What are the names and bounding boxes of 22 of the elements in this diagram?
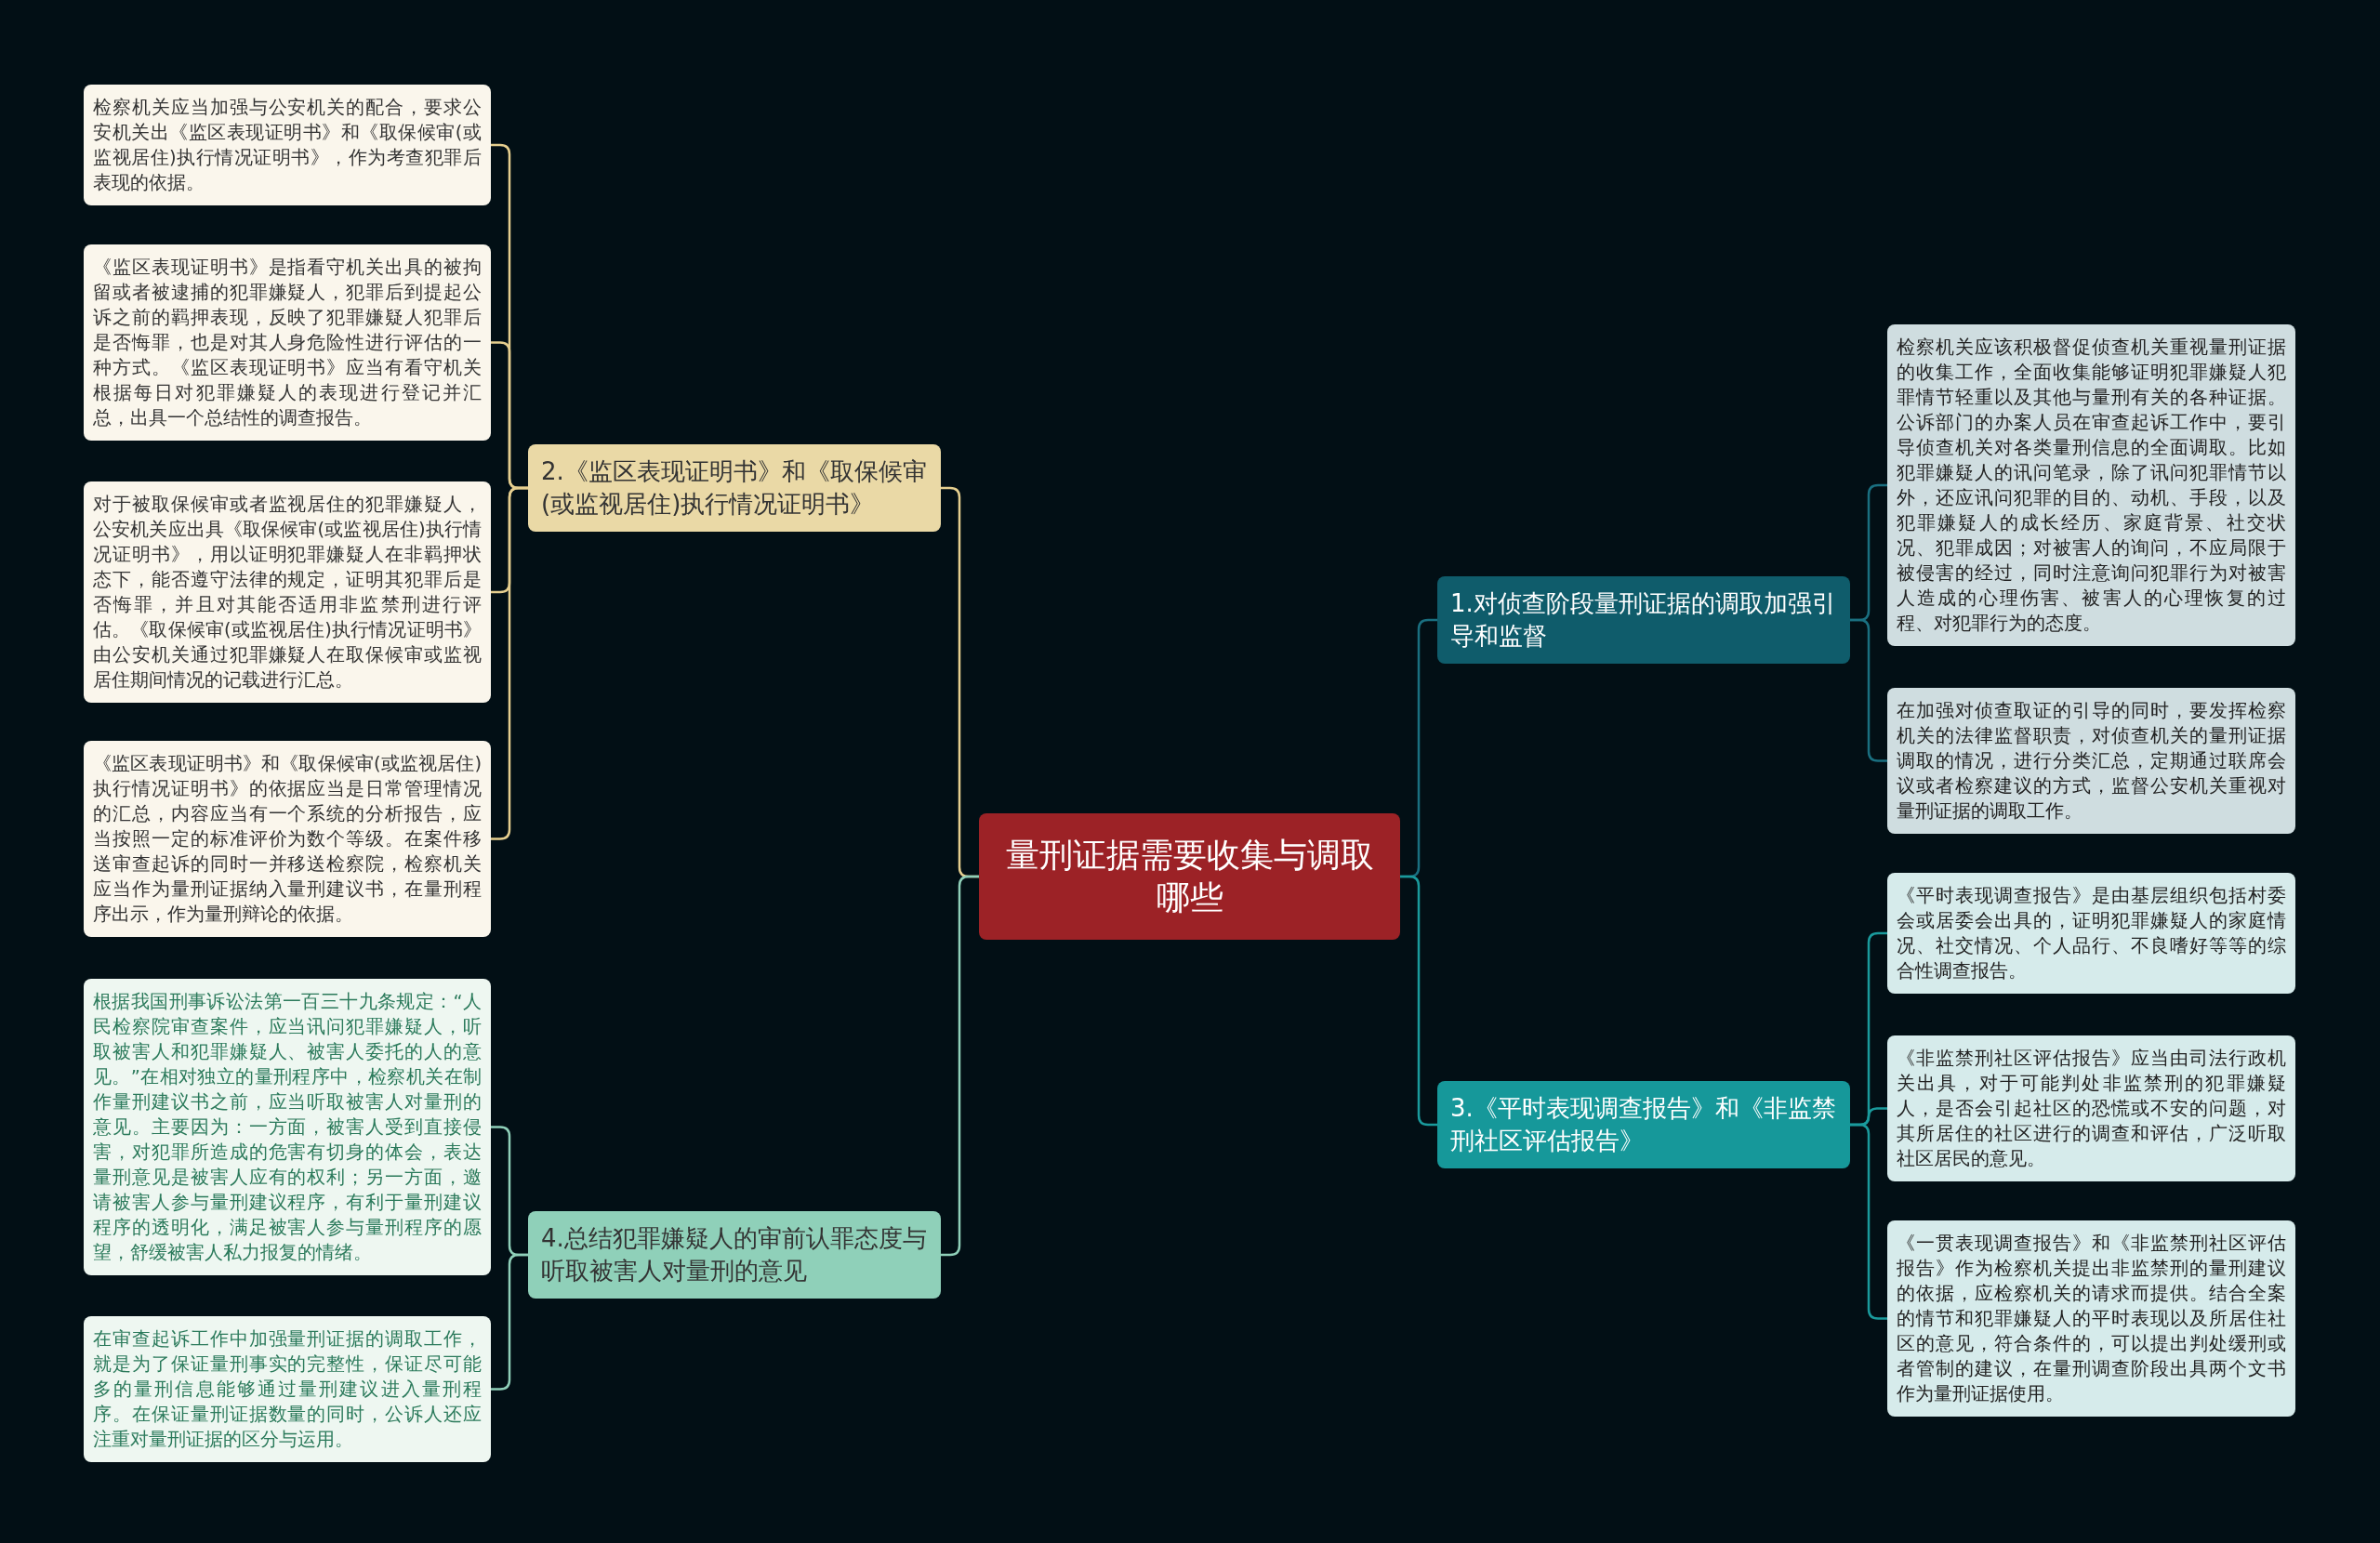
- note-box: 对于被取保候审或者监视居住的犯罪嫌疑人，公安机关应出具《取保候审(或监视居住)执行情况证明书》，用以证明犯罪嫌疑人在非羁押状态下，能否遵守法律的规定，证明其犯罪后是否悔罪，并且对其能否适用非监禁刑进行评估。《取保候审(或监视居住)执行情况证明书》由公安机关通过犯罪嫌疑人在取保候审或监视居住期间情况的记载进行汇总。: [84, 481, 491, 703]
- note-box: 《监区表现证明书》是指看守机关出具的被拘留或者被逮捕的犯罪嫌疑人，犯罪后到提起公诉之前的羁押表现，反映了犯罪嫌疑人犯罪后是否悔罪，也是对其人身危险性进行评估的一种方式。《监区表现证明书》应当有看守机关根据每日对犯罪嫌疑人的表现进行登记并汇总，出具一个总结性的调查报告。: [84, 244, 491, 441]
- note-box: 在审查起诉工作中加强量刑证据的调取工作，就是为了保证量刑事实的完整性，保证尽可能多的量刑信息能够通过量刑建议进入量刑程序。在保证量刑证据数量的同时，公诉人还应注重对量刑证据的区分与运用。: [84, 1316, 491, 1462]
- connector-line: [1850, 1123, 1887, 1320]
- note-box: 《平时表现调查报告》是由基层组织包括村委会或居委会出具的，证明犯罪嫌疑人的家庭情况、社交情况、个人品行、不良嗜好等等的综合性调查报告。: [1887, 873, 2295, 994]
- topic-box: 1.对侦查阶段量刑证据的调取加强引导和监督: [1437, 576, 1850, 664]
- note-box: 《一贯表现调查报告》和《非监禁刑社区评估报告》作为检察机关提出非监禁刑的量刑建议的依据，应检察机关的请求而提供。结合全案的情节和犯罪嫌疑人的平时表现以及所居住社区的意见，符合条件的，可以提出判处缓刑或者管制的建议，在量刑调查阶段出具两个文书作为量刑证据使用。: [1887, 1220, 2295, 1417]
- central-topic-box: 量刑证据需要收集与调取哪些: [979, 813, 1400, 940]
- note-box: 《非监禁刑社区评估报告》应当由司法行政机关出具，对于可能判处非监禁刑的犯罪嫌疑人，是否会引起社区的恐慌或不安的问题，对其所居住的社区进行的调查和评估，广泛听取社区居民的意见。: [1887, 1035, 2295, 1181]
- topic-box: 3.《平时表现调查报告》和《非监禁刑社区评估报告》: [1437, 1081, 1850, 1168]
- note-box: 检察机关应该积极督促侦查机关重视量刑证据的收集工作，全面收集能够证明犯罪嫌疑人犯罪情节轻重以及其他与量刑有关的各种证据。公诉部门的办案人员在审查起诉工作中，要引导侦查机关对各类量刑信息的全面调取。比如犯罪嫌疑人的讯问笔录，除了讯问犯罪情节以外，还应讯问犯罪的目的、动机、手段，以及犯罪嫌疑人的成长经历、家庭背景、社交状况、犯罪成因；对被害人的询问，不应局限于被侵害的经过，同时注意询问犯罪行为对被害人造成的心理伤害、被害人的心理恢复的过程、对犯罪行为的态度。: [1887, 324, 2295, 646]
- topic-box: 4.总结犯罪嫌疑人的审前认罪态度与听取被害人对量刑的意见: [528, 1211, 941, 1299]
- note-box: 在加强对侦查取证的引导的同时，要发挥检察机关的法律监督职责，对侦查机关的量刑证据调取的情况，进行分类汇总，定期通过联席会议或者检察建议的方式，监督公安机关重视对量刑证据的调取工作。: [1887, 688, 2295, 834]
- connector-line: [1850, 618, 1887, 762]
- connector-line: [491, 486, 528, 840]
- note-box: 《监区表现证明书》和《取保候审(或监视居住)执行情况证明书》的依据应当是日常管理情况的汇总，内容应当有一个系统的分析报告，应当按照一定的标准评价为数个等级。在案件移送审查起诉的同时一并移送检察院，检察机关应当作为量刑证据纳入量刑建议书，在量刑程序出示，作为量刑辩论的依据。: [84, 741, 491, 937]
- connector-line: [1400, 875, 1437, 1127]
- note-box: 检察机关应当加强与公安机关的配合，要求公安机关出《监区表现证明书》和《取保候审(或监视居住)执行情况证明书》，作为考查犯罪后表现的依据。: [84, 85, 491, 205]
- topic-box: 2.《监区表现证明书》和《取保候审(或监视居住)执行情况证明书》: [528, 444, 941, 532]
- connector-line: [941, 875, 979, 1257]
- connector-line: [491, 1253, 528, 1391]
- note-box: 根据我国刑事诉讼法第一百三十九条规定：“人民检察院审查案件，应当讯问犯罪嫌疑人，听取被害人和犯罪嫌疑人、被害人委托的人的意见。”在相对独立的量刑程序中，检察机关在制作量刑建议书之前，应当听取被害人对量刑的意见。主要因为：一方面，被害人受到直接侵害，对犯罪所造成的危害有切身的体会，表达量刑意见是被害人应有的权利；另一方面，邀请被害人参与量刑建议程序，有利于量刑建议程序的透明化，满足被害人参与量刑程序的愿望，舒缓被害人私力报复的情绪。: [84, 979, 491, 1275]
